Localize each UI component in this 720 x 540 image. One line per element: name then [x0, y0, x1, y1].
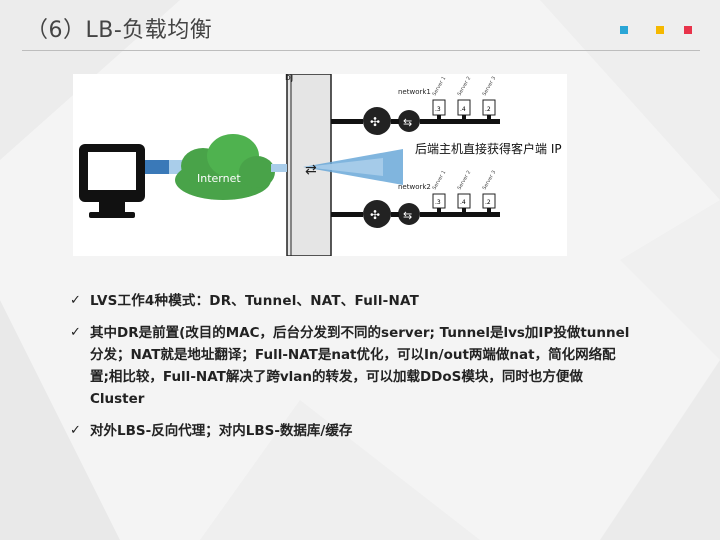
server-name: Server 3 — [482, 76, 498, 97]
bullet-text: 对外LBS-反向代理；对内LBS-数据库/缓存 — [90, 423, 353, 439]
server-ip: .4 — [460, 199, 466, 206]
server-name: Server 2 — [457, 76, 473, 97]
bottom-switch-glyph: ⇆ — [403, 209, 412, 222]
switch-icon: ⇄ — [305, 162, 317, 178]
accent-dot-yellow — [656, 26, 664, 34]
accent-dot-blue — [620, 26, 628, 34]
server-ip: .4 — [460, 106, 466, 113]
server-name: Server 1 — [432, 170, 448, 191]
bottom-router-glyph: ✣ — [370, 208, 380, 222]
server-drop — [462, 115, 466, 120]
bullet-item: ✓ LVS工作4种模式：DR、Tunnel、NAT、Full-NAT — [70, 290, 630, 312]
title-divider — [22, 50, 700, 51]
server-name: Server 2 — [457, 170, 473, 191]
top-router-icon — [363, 107, 391, 135]
top-link-a — [391, 119, 399, 124]
diagram-svg: bj ⇄ Internet ✣ ⇆ network1 — [79, 74, 562, 256]
network-diagram: bj ⇄ Internet ✣ ⇆ network1 — [73, 74, 567, 256]
checkmark-icon: ✓ — [70, 325, 81, 340]
server-ip: .2 — [485, 106, 491, 113]
server-ip: .2 — [485, 199, 491, 206]
checkmark-icon: ✓ — [70, 293, 81, 308]
client-screen — [88, 152, 136, 190]
bottom-servers: .3 .4 .2 Server 1 Server 2 Server 3 — [432, 170, 498, 213]
cloud-link — [271, 164, 287, 172]
top-switch-glyph: ⇆ — [403, 116, 412, 129]
server-drop — [437, 208, 441, 213]
client-link — [145, 160, 169, 174]
cloud-label: Internet — [197, 172, 241, 185]
top-uplink — [331, 119, 363, 124]
network2-label: network2 — [398, 183, 431, 191]
bullet-text: LVS工作4种模式：DR、Tunnel、NAT、Full-NAT — [90, 293, 419, 309]
internet-cloud-icon — [175, 134, 275, 200]
diagram-caption: 后端主机直接获得客户端 IP — [415, 141, 562, 156]
bullet-item: ✓ 对外LBS-反向代理；对内LBS-数据库/缓存 — [70, 420, 630, 442]
top-servers: .3 .4 .2 Server 1 Server 2 Server 3 — [432, 76, 498, 120]
server-drop — [462, 208, 466, 213]
bullet-text: 其中DR是前置(改目的MAC，后台分发到不同的server; Tunnel是lv… — [90, 325, 630, 407]
top-label: bj — [285, 74, 293, 83]
page-title: （6）LB-负载均衡 — [26, 18, 213, 43]
bullet-list: ✓ LVS工作4种模式：DR、Tunnel、NAT、Full-NAT ✓ 其中D… — [70, 290, 630, 452]
server-ip: .3 — [435, 199, 441, 206]
server-drop — [487, 115, 491, 120]
checkmark-icon: ✓ — [70, 423, 81, 438]
client-base — [89, 212, 135, 218]
server-name: Server 3 — [482, 170, 498, 191]
traffic-beam-inner — [305, 158, 383, 176]
accent-dot-red — [684, 26, 692, 34]
server-drop — [487, 208, 491, 213]
top-switch-icon — [398, 110, 420, 132]
server-drop — [437, 115, 441, 120]
bottom-router-icon — [363, 200, 391, 228]
bottom-link-a — [391, 212, 399, 217]
client-stand — [99, 202, 125, 212]
bottom-bus — [420, 212, 500, 217]
top-router-glyph: ✣ — [370, 115, 380, 129]
top-bus — [420, 119, 500, 124]
bottom-switch-icon — [398, 203, 420, 225]
server-ip: .3 — [435, 106, 441, 113]
bottom-uplink — [331, 212, 363, 217]
network1-label: network1 — [398, 88, 431, 96]
bullet-item: ✓ 其中DR是前置(改目的MAC，后台分发到不同的server; Tunnel是… — [70, 322, 630, 410]
server-name: Server 1 — [432, 76, 448, 97]
